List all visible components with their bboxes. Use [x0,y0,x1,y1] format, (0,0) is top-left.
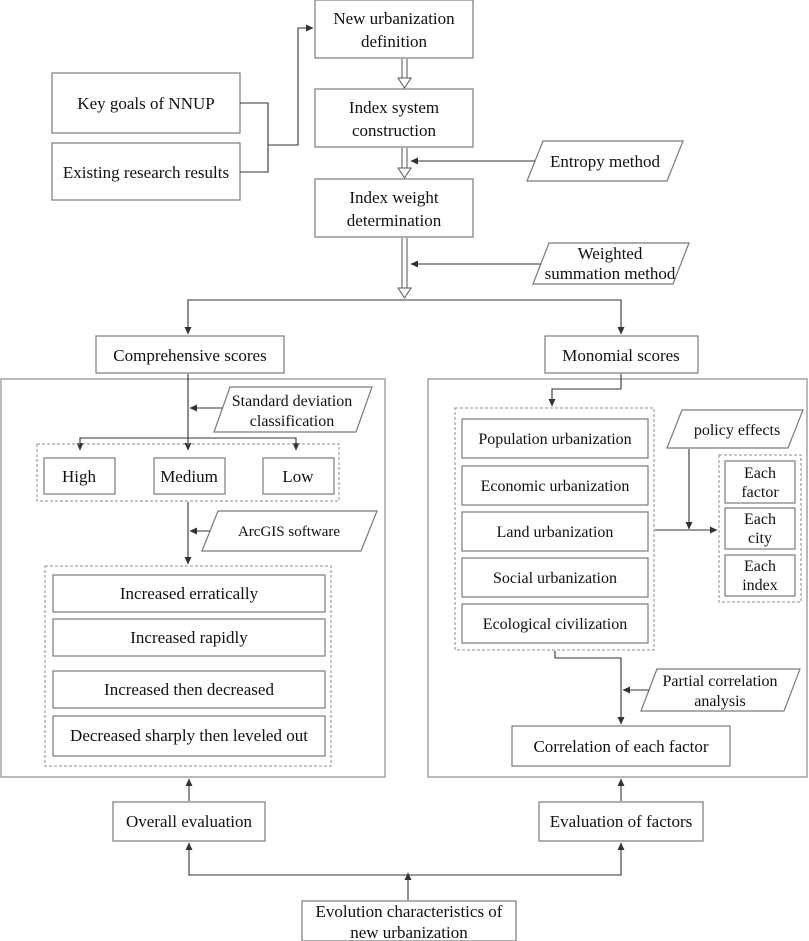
arcgis-node: ArcGIS software [201,510,378,552]
trend-increased-then-decreased-label: Increased then decreased [104,680,274,699]
trend-decreased-sharply-label: Decreased sharply then leveled out [70,726,308,745]
levels-branch-right [188,437,300,451]
overall-evaluation-node: Overall evaluation [112,801,266,842]
key-goals-label: Key goals of NNUP [77,94,214,113]
new-urbanization-definition-line1: New urbanization [333,9,455,28]
index-system-node: Index system construction [314,88,474,148]
weight-to-split-arrow [397,238,412,299]
target-each-index-node: Each index [724,554,796,597]
type-ecological-node: Ecological civilization [461,603,649,644]
evolution-line1: Evolution characteristics of [316,902,503,921]
trend-increased-erratically-label: Increased erratically [120,584,259,603]
key-goals-node: Key goals of NNUP [51,72,241,134]
goals-to-definition-connector [240,28,313,173]
evaluation-factors-label: Evaluation of factors [550,812,693,831]
entropy-method-label: Entropy method [550,152,661,171]
monomial-scores-node: Monomial scores [544,335,699,374]
type-economic-label: Economic urbanization [481,478,630,495]
correlation-each-factor-node: Correlation of each factor [511,725,731,767]
target-each-city-node: Each city [724,507,796,550]
existing-research-node: Existing research results [51,142,241,201]
trend-increased-then-decreased-node: Increased then decreased [52,670,326,709]
std-dev-classification-node: Standard deviation classification [213,386,373,433]
existing-research-label: Existing research results [63,163,229,182]
level-low-label: Low [282,467,314,486]
target-each-factor-node: Each factor [724,460,796,504]
urbanization-types-group [454,407,655,651]
trend-decreased-sharply-node: Decreased sharply then leveled out [52,715,326,757]
evolution-characteristics-node: Evolution characteristics of new urbaniz… [301,900,517,941]
monomial-scores-label: Monomial scores [562,346,680,365]
weighted-summation-line1: Weighted [578,244,643,263]
monomial-to-types-arrow [548,374,622,407]
index-system-line2: construction [352,121,437,140]
trend-increased-rapidly-node: Increased rapidly [52,618,326,657]
new-urbanization-definition-node: New urbanization definition [314,0,474,59]
weighted-summation-line2: summation method [545,264,676,283]
new-urbanization-definition-line2: definition [361,32,428,51]
levels-branch-left [76,437,188,451]
bottom-to-factors-arrow [405,842,625,876]
target-each-index-line2: index [742,577,778,594]
level-high-label: High [62,467,97,486]
comprehensive-scores-node: Comprehensive scores [95,335,285,374]
level-medium-label: Medium [160,467,218,486]
policy-targets-group [718,454,802,603]
weighted-summation-node: Weighted summation method [532,242,690,285]
trend-increased-rapidly-label: Increased rapidly [130,628,248,647]
types-to-correlation-arrow [554,651,625,725]
target-each-factor-line2: factor [741,484,779,501]
policy-effects-node: policy effects [666,409,804,449]
type-land-label: Land urbanization [497,524,614,541]
definition-to-index-system-arrow [397,59,412,89]
correlation-each-factor-label: Correlation of each factor [533,737,708,756]
type-economic-node: Economic urbanization [461,465,649,506]
partial-correlation-line2: analysis [694,693,746,710]
levels-group [36,443,340,502]
std-dev-line1: Standard deviation [232,393,352,410]
partial-correlation-node: Partial correlation analysis [640,668,801,712]
level-high-node: High [43,457,116,495]
index-weight-line1: Index weight [349,188,439,207]
type-social-label: Social urbanization [493,570,617,587]
evolution-line2: new urbanization [350,923,468,941]
partial-correlation-line1: Partial correlation [662,673,777,690]
bottom-to-overall-arrow [185,842,405,876]
index-weight-node: Index weight determination [314,178,474,238]
type-land-node: Land urbanization [461,511,649,552]
index-system-line1: Index system [349,98,439,117]
type-population-label: Population urbanization [478,431,631,448]
std-dev-line2: classification [250,413,334,430]
level-medium-node: Medium [153,457,226,495]
target-each-index-line1: Each [744,558,776,575]
entropy-method-node: Entropy method [526,140,684,182]
level-low-node: Low [262,457,335,495]
trend-increased-erratically-node: Increased erratically [52,574,326,613]
target-each-factor-line1: Each [744,465,776,482]
split-to-comprehensive-arrow [184,299,404,335]
comprehensive-scores-label: Comprehensive scores [113,346,266,365]
overall-evaluation-label: Overall evaluation [126,812,253,831]
type-social-node: Social urbanization [461,557,649,598]
type-population-node: Population urbanization [461,418,649,459]
index-weight-line2: determination [347,211,442,230]
target-each-city-line1: Each [744,511,776,528]
target-each-city-line2: city [748,530,772,547]
evaluation-factors-node: Evaluation of factors [538,801,704,842]
trends-group [44,565,332,767]
index-system-to-weight-arrow [397,148,412,179]
policy-effects-label: policy effects [694,422,780,439]
arcgis-label: ArcGIS software [238,524,340,540]
split-to-monomial-arrow [404,299,625,335]
type-ecological-label: Ecological civilization [483,616,627,633]
